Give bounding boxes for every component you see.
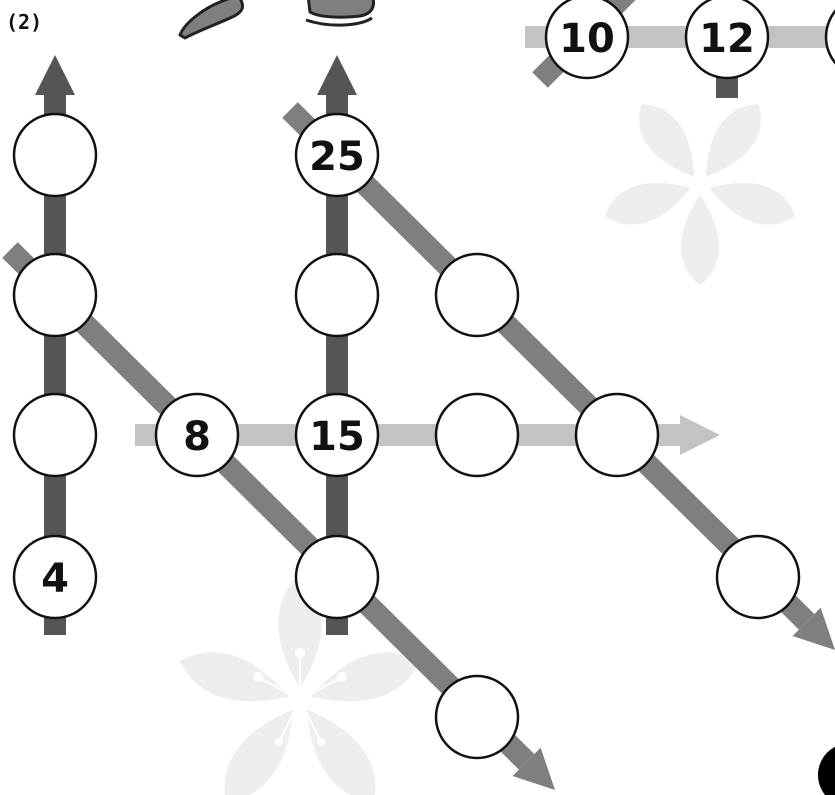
cell-circle[interactable] xyxy=(296,254,378,336)
cell-circle[interactable] xyxy=(826,0,835,78)
given-number: 10 xyxy=(559,16,615,62)
cell-c3-r4[interactable] xyxy=(296,536,378,618)
cell-c4-r2[interactable] xyxy=(436,254,518,336)
cell-top-2: 12 xyxy=(686,0,768,78)
cell-c3-r3: 15 xyxy=(296,394,378,476)
cell-c4-r5[interactable] xyxy=(436,676,518,758)
cell-circle[interactable] xyxy=(436,254,518,336)
cell-circle[interactable] xyxy=(576,394,658,476)
given-number: 25 xyxy=(309,134,365,180)
cell-circle[interactable] xyxy=(717,536,799,618)
cell-c1-r3[interactable] xyxy=(14,394,96,476)
cherry-blossom-decoration-top xyxy=(599,93,801,285)
cell-c5-r3[interactable] xyxy=(576,394,658,476)
cell-circle[interactable] xyxy=(296,536,378,618)
given-number: 4 xyxy=(41,556,69,602)
arrow-layer xyxy=(10,0,835,790)
shoe-icon-left xyxy=(180,0,243,38)
shoe-icon-right xyxy=(306,0,374,25)
marker-dot xyxy=(818,743,835,795)
cell-circle[interactable] xyxy=(14,254,96,336)
given-number: 15 xyxy=(309,414,365,460)
given-number: 8 xyxy=(183,414,211,460)
cell-c1-r2[interactable] xyxy=(14,254,96,336)
cell-top-1: 10 xyxy=(546,0,628,78)
cell-circle[interactable] xyxy=(14,114,96,196)
cell-circle[interactable] xyxy=(436,394,518,476)
cell-c2-r3: 8 xyxy=(156,394,238,476)
cell-circle[interactable] xyxy=(436,676,518,758)
cell-c3-r2[interactable] xyxy=(296,254,378,336)
cell-c1-r1[interactable] xyxy=(14,114,96,196)
cell-top-3[interactable] xyxy=(826,0,835,78)
cherry-blossom-decoration-bottom xyxy=(173,574,427,795)
cell-c6-r4[interactable] xyxy=(717,536,799,618)
cell-circle[interactable] xyxy=(14,394,96,476)
given-number: 12 xyxy=(699,16,755,62)
cell-c3-r1: 25 xyxy=(296,114,378,196)
cell-c1-r4: 4 xyxy=(14,536,96,618)
cell-c4-r3[interactable] xyxy=(436,394,518,476)
